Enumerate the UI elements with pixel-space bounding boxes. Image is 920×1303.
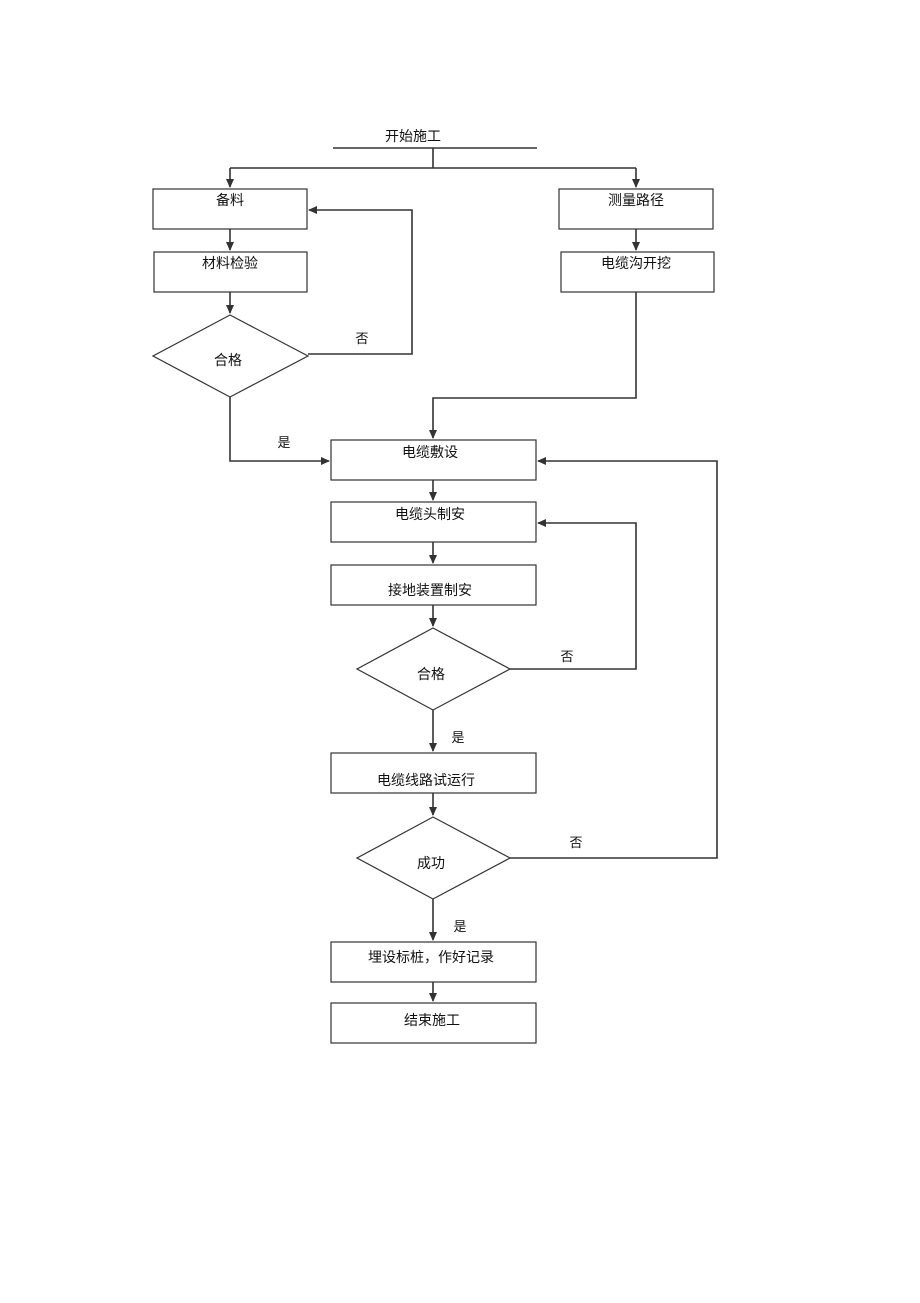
edge-qualified1-no: [308, 206, 413, 355]
node-grounding: [330, 564, 537, 606]
edge-trench-to-laying: [429, 292, 637, 439]
node-cable-head-label: 电缆头制安: [395, 507, 465, 523]
node-markers-label: 埋设标桩，作好记录: [368, 949, 494, 966]
edge-label-no-2: 否: [560, 650, 573, 665]
node-trench-excavation-label: 电缆沟开挖: [601, 256, 671, 272]
node-cable-head: [330, 501, 537, 543]
node-cable-laying-label: 电缆敷设: [402, 445, 458, 461]
node-grounding-label: 接地装置制安: [388, 582, 472, 599]
edge-qualified2-no: [510, 519, 637, 670]
edge-label-no-1: 否: [355, 332, 368, 347]
start-label: 开始施工: [385, 129, 441, 145]
node-trench-excavation: [560, 251, 715, 293]
node-qualified-1-label: 合格: [214, 353, 242, 369]
node-end: [330, 1002, 537, 1044]
edge-qualified1-yes: [229, 397, 330, 465]
edge-label-yes-3: 是: [453, 920, 466, 935]
node-material-inspection-label: 材料检验: [202, 256, 258, 272]
node-survey-route: [558, 188, 714, 230]
edge-start-split: [230, 148, 636, 169]
edge-label-yes-1: 是: [277, 436, 290, 451]
node-survey-route-label: 测量路径: [608, 193, 664, 209]
edge-success-no: [510, 457, 718, 859]
node-end-label: 结束施工: [404, 1013, 460, 1029]
node-success-label: 成功: [417, 856, 445, 872]
node-prepare-materials: [152, 188, 308, 230]
node-prepare-materials-label: 备料: [216, 192, 244, 209]
node-qualified-2-label: 合格: [417, 667, 445, 683]
node-markers: [330, 941, 537, 983]
edge-label-no-3: 否: [569, 836, 582, 851]
node-trial-run-label: 电缆线路试运行: [377, 773, 475, 789]
edge-label-yes-2: 是: [451, 731, 464, 746]
